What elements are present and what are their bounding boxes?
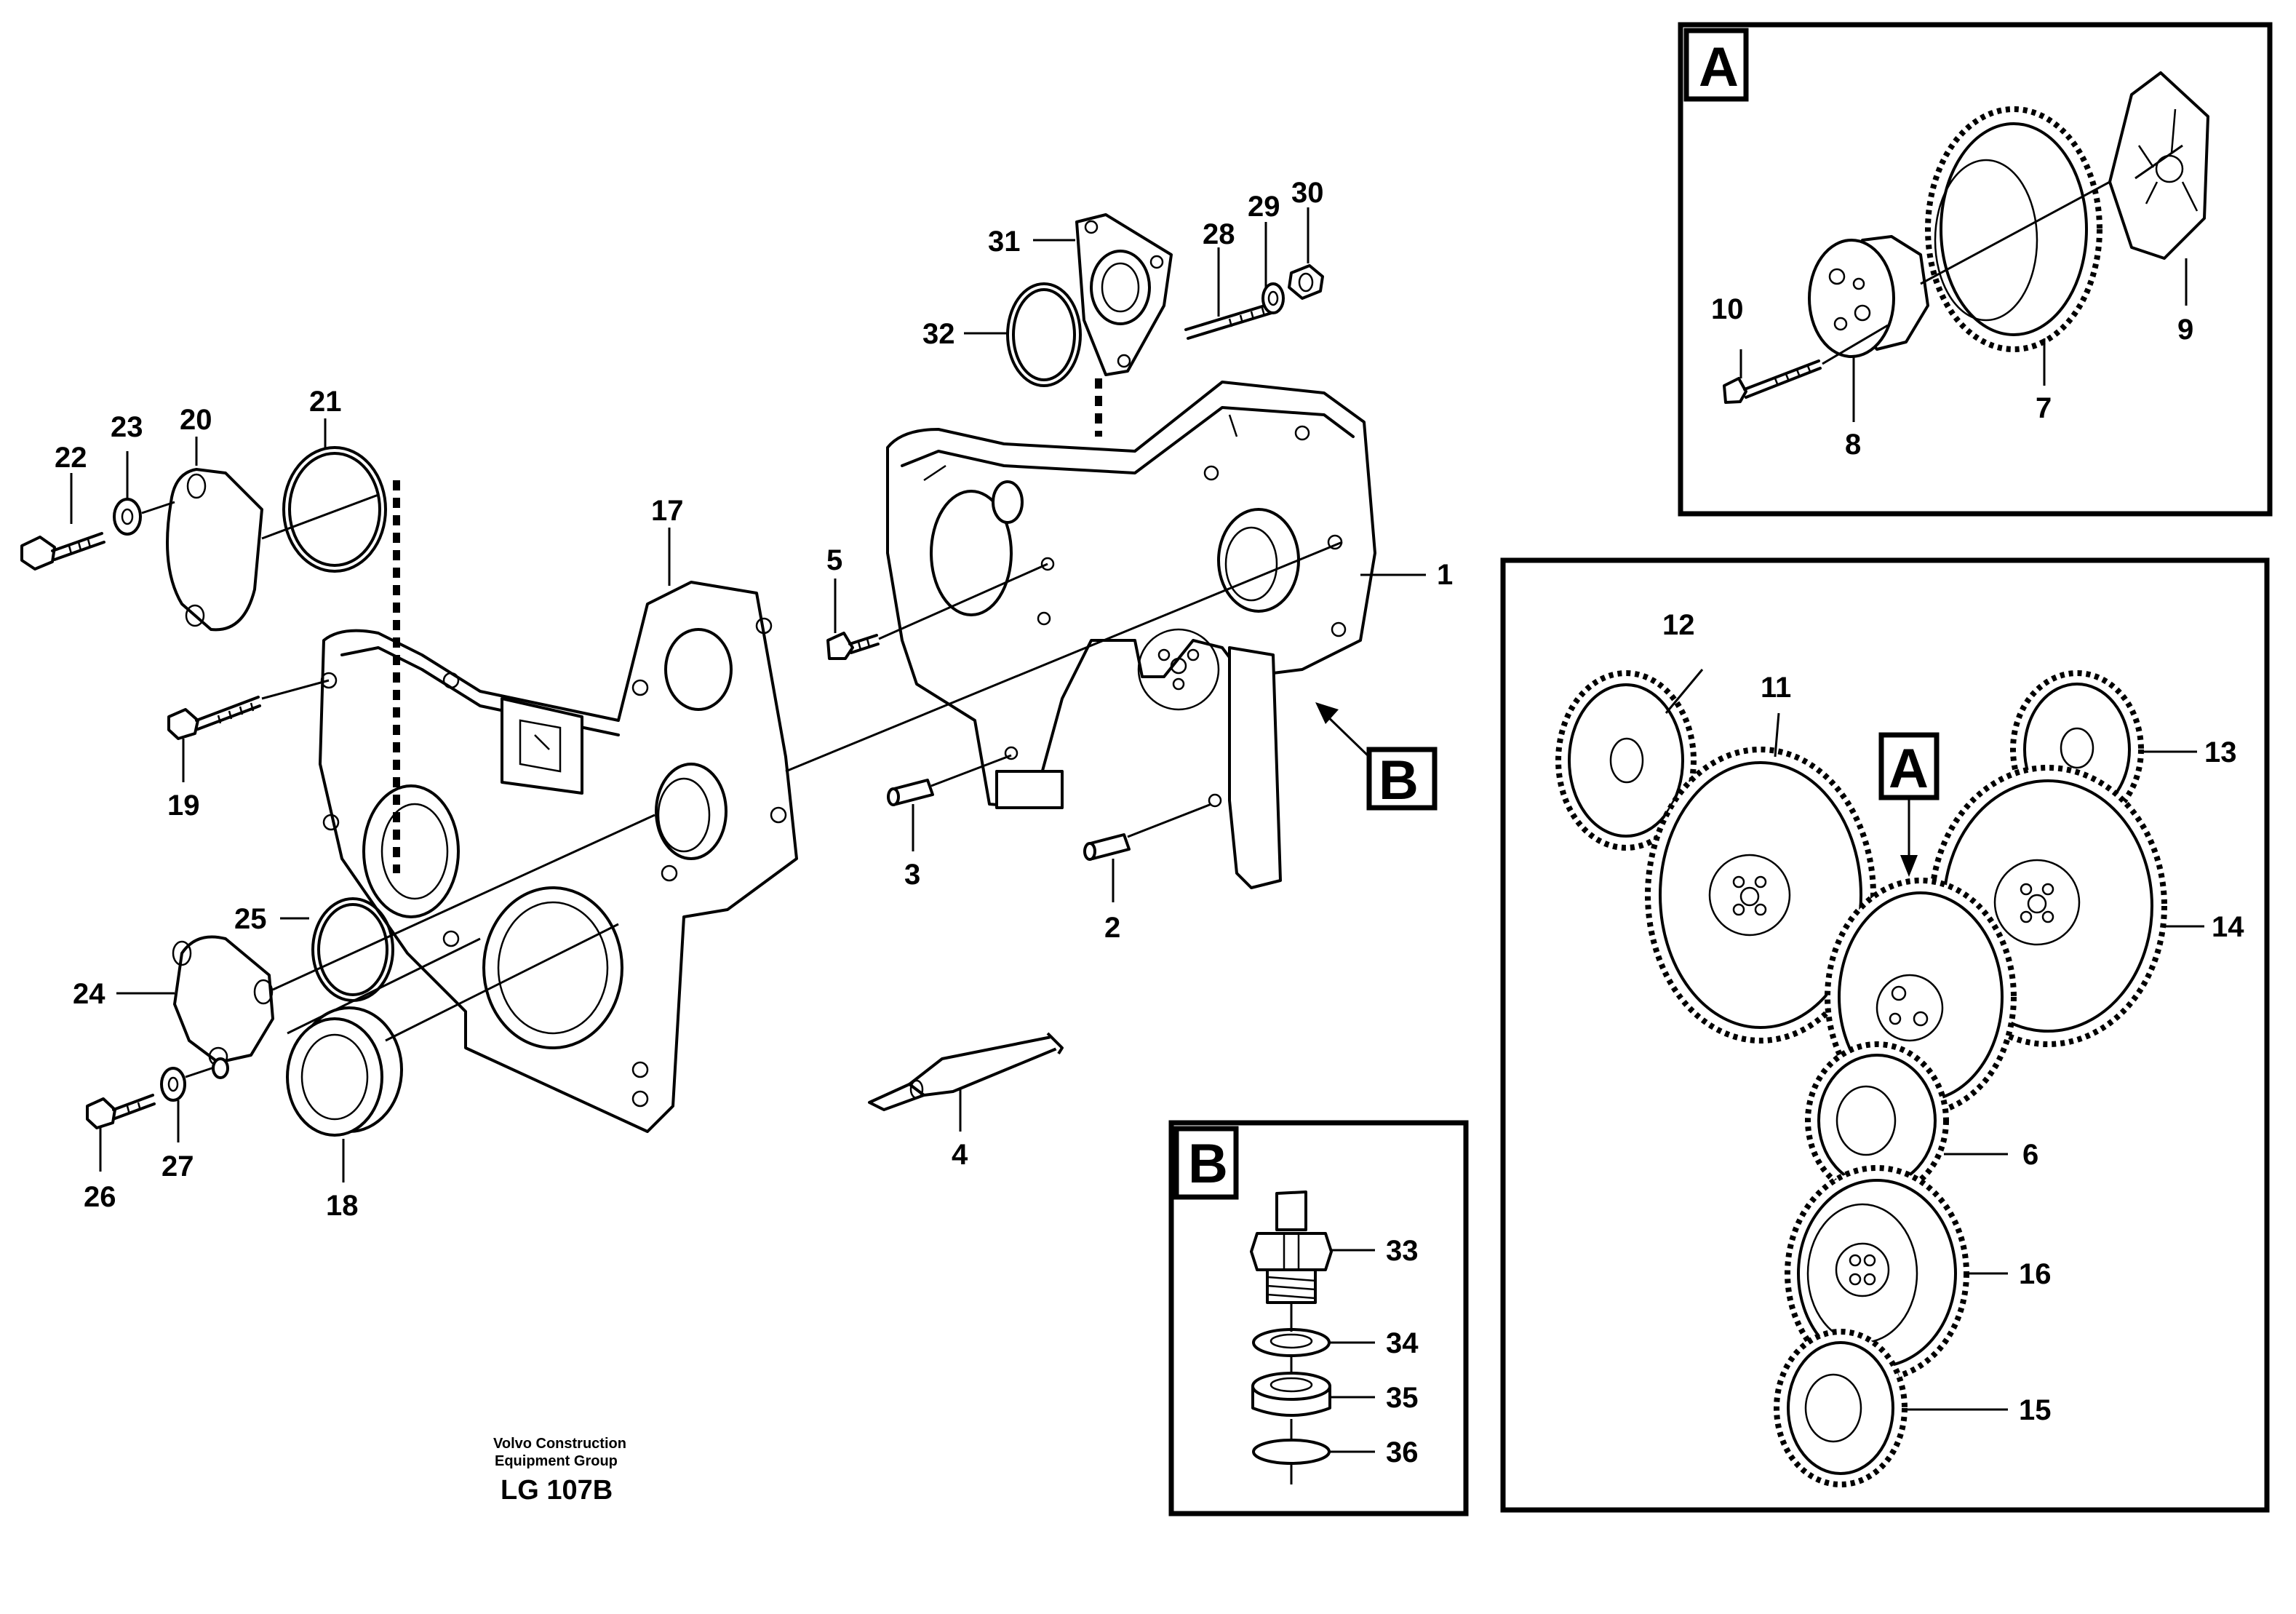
detail-a-letter: A xyxy=(1699,36,1739,98)
bolt-19 xyxy=(167,696,261,740)
detail-b-letter-box xyxy=(1173,1126,1239,1200)
washer-27b xyxy=(212,1057,229,1079)
bolt-26 xyxy=(86,1094,156,1129)
leader-12 xyxy=(1665,669,1704,714)
dowel-pin-3 xyxy=(887,779,934,806)
callout-24: 24 xyxy=(73,978,105,1010)
callout-7: 7 xyxy=(2036,392,2052,424)
timing-cover-17 xyxy=(319,581,798,1133)
callout-5: 5 xyxy=(826,544,842,576)
leader-b-ref xyxy=(1323,712,1371,758)
cover-plate-20 xyxy=(166,468,263,632)
gear-15 xyxy=(1774,1329,1908,1487)
bolt-22 xyxy=(20,532,105,571)
detail-b-letter: B xyxy=(1188,1133,1228,1195)
detail-panel-a: A 10 8 xyxy=(1678,22,2273,517)
credit-line-1: Volvo Construction xyxy=(493,1436,626,1452)
washer-23 xyxy=(113,498,142,536)
callout-1: 1 xyxy=(1437,559,1453,591)
callout-26: 26 xyxy=(84,1181,116,1213)
hub-8 xyxy=(1808,235,1929,358)
callout-9: 9 xyxy=(2177,314,2193,346)
callout-32: 32 xyxy=(922,318,955,350)
washer-29 xyxy=(1261,282,1285,314)
o-ring-36 xyxy=(1252,1439,1331,1465)
callout-30: 30 xyxy=(1291,177,1324,209)
credit-line-2: Equipment Group xyxy=(495,1453,618,1469)
callout-13: 13 xyxy=(2204,736,2237,768)
drawing-code: LG 107B xyxy=(501,1475,613,1506)
detail-b-ref-letter: B xyxy=(1379,750,1419,811)
alignment-line-1 xyxy=(785,541,1343,773)
cover-cap-24 xyxy=(172,935,274,1067)
callout-21: 21 xyxy=(309,386,342,418)
detail-panel-b: B 33 34 35 36 xyxy=(1168,1120,1469,1516)
dowel-pin-2 xyxy=(1083,833,1131,861)
callout-12: 12 xyxy=(1662,609,1695,641)
callout-4: 4 xyxy=(952,1139,968,1171)
o-ring-32 xyxy=(1006,282,1082,387)
callout-20: 20 xyxy=(180,404,212,436)
callout-25: 25 xyxy=(234,903,267,935)
gear-6 xyxy=(1805,1041,1949,1200)
timing-gear-case-1 xyxy=(886,381,1376,889)
gear-12 xyxy=(1555,670,1697,851)
detail-b-ref-box xyxy=(1366,747,1438,811)
sealant-tube-4 xyxy=(868,1032,1064,1111)
gear-11 xyxy=(1645,747,1876,1043)
callout-23: 23 xyxy=(111,411,143,443)
callout-31: 31 xyxy=(988,226,1021,258)
callout-16: 16 xyxy=(2019,1258,2052,1290)
bolt-10 xyxy=(1723,359,1822,404)
o-ring-25 xyxy=(311,897,394,1002)
callout-10: 10 xyxy=(1711,293,1744,325)
arrow-b-ref xyxy=(1315,702,1339,724)
leader-11 xyxy=(1774,712,1780,758)
thrust-plate-9 xyxy=(2108,71,2209,260)
callout-22: 22 xyxy=(55,442,87,474)
callout-2: 2 xyxy=(1104,912,1120,944)
detail-a-letter-box xyxy=(1683,28,1749,102)
callout-27: 27 xyxy=(162,1150,194,1182)
o-ring-21 xyxy=(282,446,387,573)
nut-30 xyxy=(1288,264,1324,300)
alignment-line-18 xyxy=(385,923,619,1042)
alignment-line-24 xyxy=(272,814,655,991)
callout-11: 11 xyxy=(1761,672,1791,704)
callout-34: 34 xyxy=(1386,1327,1419,1359)
washer-34 xyxy=(1252,1328,1331,1357)
callout-6: 6 xyxy=(2022,1139,2038,1171)
callout-29: 29 xyxy=(1248,191,1280,223)
callout-19: 19 xyxy=(167,790,200,822)
cover-plate-31 xyxy=(1075,213,1173,376)
callout-28: 28 xyxy=(1203,218,1235,250)
temperature-sensor-33 xyxy=(1250,1190,1333,1304)
callout-36: 36 xyxy=(1386,1436,1419,1468)
callout-8: 8 xyxy=(1845,429,1861,461)
crankshaft-seal-18 xyxy=(286,1006,403,1137)
callout-3: 3 xyxy=(904,859,920,891)
gear-7 xyxy=(1925,106,2102,352)
stud-28 xyxy=(1184,303,1273,340)
callout-35: 35 xyxy=(1386,1382,1419,1414)
washer-27 xyxy=(160,1067,186,1102)
arrow-a-ref xyxy=(1900,855,1918,877)
callout-18: 18 xyxy=(326,1190,359,1222)
gear-train-panel: A 12 11 13 14 6 16 15 xyxy=(1500,557,2270,1513)
callout-17: 17 xyxy=(651,495,684,527)
callout-15: 15 xyxy=(2019,1394,2052,1426)
gear-16 xyxy=(1785,1165,1969,1382)
callout-14: 14 xyxy=(2212,911,2244,943)
alignment-line-25 xyxy=(287,937,481,1035)
callout-33: 33 xyxy=(1386,1235,1419,1267)
detail-a-ref-letter: A xyxy=(1889,738,1929,800)
bolt-5 xyxy=(826,632,880,660)
adapter-35 xyxy=(1251,1372,1331,1417)
